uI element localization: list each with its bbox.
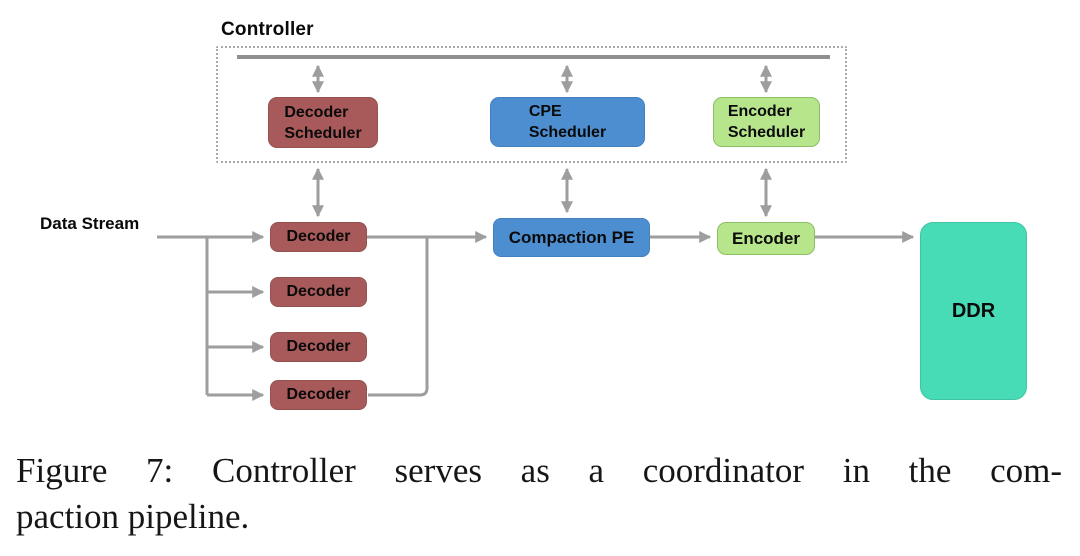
decoder-4-merge-line xyxy=(368,238,429,397)
figure-7-diagram: Controller Decoder Scheduler CPE Schedul… xyxy=(40,19,1027,410)
cpe-scheduler-label-line1: CPE xyxy=(528,103,562,120)
encoder-scheduler-box: Encoder Scheduler xyxy=(713,97,820,147)
decoder-scheduler-box: Decoder Scheduler xyxy=(268,97,378,148)
data-stream-label: Data Stream xyxy=(40,214,140,233)
encoder-scheduler-label-line2: Scheduler xyxy=(727,124,806,141)
cpe-scheduler-box: CPE Scheduler xyxy=(490,97,645,147)
compaction-pe-box: Compaction PE xyxy=(493,218,650,257)
decoder-box-1: Decoder xyxy=(270,222,367,252)
controller-label: Controller xyxy=(221,19,314,40)
decoder-scheduler-label-line2: Scheduler xyxy=(284,124,362,142)
figure-caption-line1: Figure 7: Controller serves as a coordin… xyxy=(16,451,1062,490)
encoder-scheduler-label-line1: Encoder xyxy=(727,103,792,120)
ddr-box: DDR xyxy=(920,222,1027,400)
encoder-box: Encoder xyxy=(717,222,815,255)
decoder-box-3: Decoder xyxy=(270,332,367,362)
decoder-scheduler-label-line1: Decoder xyxy=(284,103,349,121)
controller-dotted-boundary xyxy=(216,46,847,163)
connector-layer xyxy=(157,55,915,401)
decoder-box-4: Decoder xyxy=(270,380,367,410)
figure-caption-line2: paction pipeline. xyxy=(16,497,250,536)
cpe-scheduler-label-line2: Scheduler xyxy=(528,124,607,141)
figure-caption: Figure 7: Controller serves as a coordin… xyxy=(16,448,1062,540)
decoder-box-2: Decoder xyxy=(270,277,367,307)
